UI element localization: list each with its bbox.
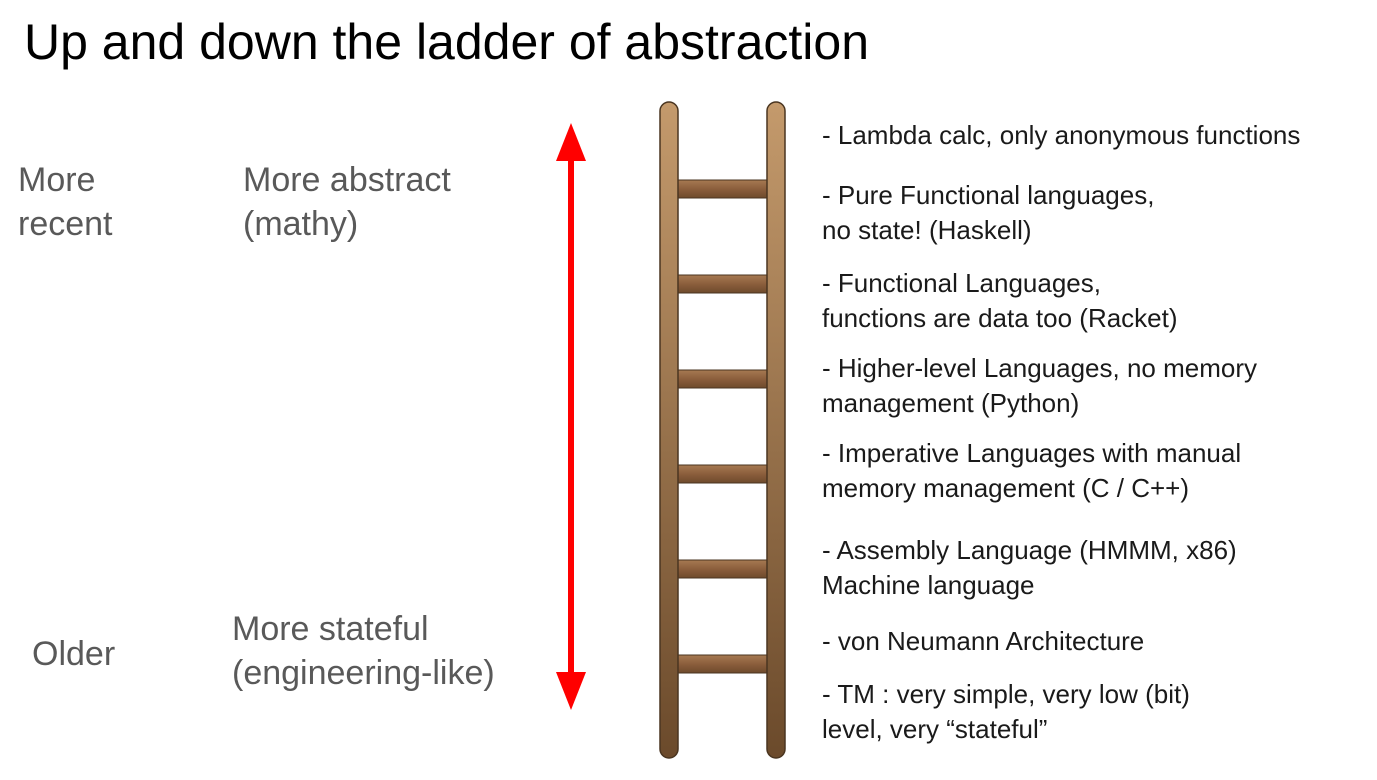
level-description-line: functions are data too (Racket) (822, 303, 1178, 333)
ladder-right-rail (766, 101, 786, 759)
level-description-line: Machine language (822, 570, 1035, 600)
level-description-line: - Pure Functional languages, (822, 180, 1155, 210)
more-stateful-label: More stateful (engineering-like) (232, 607, 495, 695)
level-description-5: - Imperative Languages with manual memory… (822, 436, 1241, 506)
ladder-left-rail (659, 101, 679, 759)
level-description-line: management (Python) (822, 388, 1080, 418)
level-description-3: - Functional Languages, functions are dat… (822, 266, 1178, 336)
ladder-rungs (673, 179, 772, 674)
ladder-rung-5 (673, 559, 772, 579)
level-description-8: - TM : very simple, very low (bit) level,… (822, 677, 1190, 747)
ladder-rung-4 (673, 464, 772, 484)
level-description-line: - TM : very simple, very low (bit) (822, 679, 1190, 709)
more-stateful-line-2: (engineering-like) (232, 654, 495, 692)
level-description-4: - Higher-level Languages, no memory manag… (822, 351, 1257, 421)
level-description-line: memory management (C / C++) (822, 473, 1190, 503)
level-description-2: - Pure Functional languages, no state! (H… (822, 178, 1154, 248)
level-description-1: - Lambda calc, only anonymous functions (822, 118, 1300, 153)
level-description-6: - Assembly Language (HMMM, x86) Machine l… (822, 533, 1237, 603)
arrow-head-up-icon (556, 123, 586, 161)
level-description-line: level, very “stateful” (822, 714, 1048, 744)
level-description-line: - Functional Languages, (822, 268, 1101, 298)
level-description-7: - von Neumann Architecture (822, 624, 1144, 659)
level-description-line: - von Neumann Architecture (822, 626, 1145, 656)
ladder-rung-2 (673, 274, 772, 294)
slide-title: Up and down the ladder of abstraction (24, 14, 869, 70)
arrow-head-down-icon (556, 672, 586, 710)
more-recent-line-2: recent (18, 205, 113, 243)
older-label: Older (32, 635, 116, 673)
ladder-rung-6 (673, 654, 772, 674)
more-recent-line-1: More (18, 161, 96, 199)
more-stateful-line-1: More stateful (232, 610, 429, 648)
ladder-rung-3 (673, 369, 772, 389)
level-description-line: no state! (Haskell) (822, 215, 1032, 245)
more-abstract-line-1: More abstract (243, 161, 451, 199)
ladder-rung-1 (673, 179, 772, 199)
more-abstract-label: More abstract (mathy) (243, 158, 451, 246)
more-abstract-line-2: (mathy) (243, 205, 359, 243)
more-recent-label: More recent (18, 158, 113, 246)
level-description-line: - Imperative Languages with manual (822, 438, 1242, 468)
level-description-line: - Assembly Language (HMMM, x86) (822, 535, 1237, 565)
level-description-line: - Higher-level Languages, no memory (822, 353, 1257, 383)
level-description-line: - Lambda calc, only anonymous functions (822, 120, 1301, 150)
